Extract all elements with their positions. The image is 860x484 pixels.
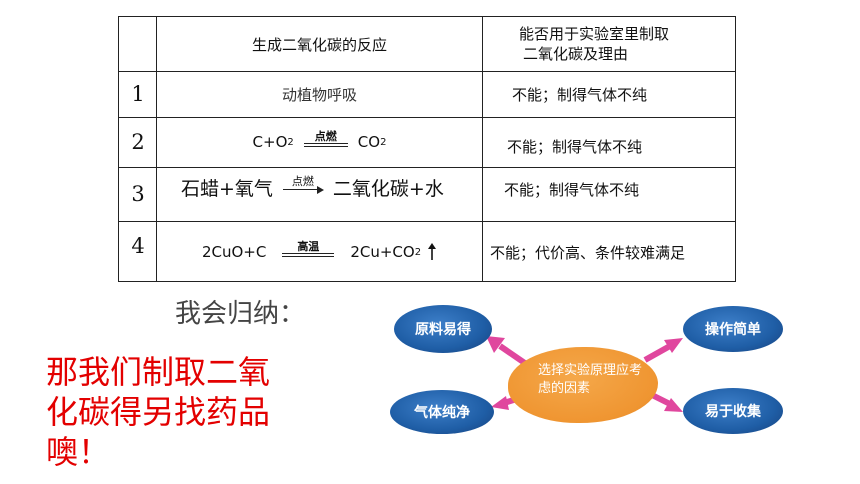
gas-up-arrow-icon bbox=[428, 243, 437, 260]
products: 二氧化碳+水 bbox=[332, 177, 444, 200]
row-number: 2 bbox=[131, 130, 145, 154]
node-label: 操作简单 bbox=[705, 322, 761, 338]
answer-cell: 不能；制得气体不纯 bbox=[504, 180, 640, 199]
node-label: 易于收集 bbox=[705, 404, 761, 420]
reaction-condition: 点燃 bbox=[291, 175, 314, 188]
answer-cell: 不能；制得气体不纯 bbox=[507, 137, 643, 156]
row-number: 1 bbox=[131, 82, 145, 106]
row-divider bbox=[119, 167, 735, 168]
center-node: 选择实验原理应考虑的因素 bbox=[508, 347, 658, 423]
products: 2Cu+CO bbox=[350, 243, 415, 261]
row-divider bbox=[119, 71, 735, 72]
reactants: C+O bbox=[252, 133, 288, 151]
equals-sign: 高温 bbox=[280, 240, 336, 262]
node-bottom-left: 气体纯净 bbox=[390, 390, 494, 434]
row-divider bbox=[119, 117, 735, 118]
arrow-head bbox=[664, 338, 683, 353]
column-divider bbox=[482, 17, 483, 281]
answer-cell: 不能；代价高、条件较难满足 bbox=[490, 243, 686, 262]
reactants: 石蜡+氧气 bbox=[181, 177, 273, 200]
node-bottom-right: 易于收集 bbox=[683, 388, 783, 434]
header-reaction: 生成二氧化碳的反应 bbox=[251, 35, 387, 54]
reaction-condition: 点燃 bbox=[314, 130, 337, 143]
header-usable: 能否用于实验室里制取 二氧化碳及理由 bbox=[519, 17, 669, 71]
node-label: 原料易得 bbox=[415, 322, 471, 338]
arrow-head bbox=[491, 396, 509, 410]
node-top-right: 操作简单 bbox=[683, 306, 783, 352]
arrow-icon: 点燃 bbox=[281, 175, 325, 197]
arrow-to-top-right bbox=[643, 343, 672, 363]
header-usable-line2: 二氧化碳及理由 bbox=[523, 45, 629, 63]
answer-cell: 不能；制得气体不纯 bbox=[512, 85, 648, 104]
column-divider bbox=[156, 17, 157, 281]
equals-sign: 点燃 bbox=[302, 130, 350, 152]
header-usable-line1: 能否用于实验室里制取 bbox=[519, 25, 670, 43]
row-number: 4 bbox=[131, 234, 145, 258]
reactants: 2CuO+C bbox=[201, 243, 267, 261]
row-number: 3 bbox=[131, 182, 145, 206]
reaction-cell: 动植物呼吸 bbox=[281, 85, 357, 104]
reaction-table: 生成二氧化碳的反应 能否用于实验室里制取 二氧化碳及理由 1 动植物呼吸 不能；… bbox=[118, 16, 736, 282]
node-label: 气体纯净 bbox=[414, 405, 470, 421]
products: CO bbox=[357, 133, 381, 151]
arrow-head bbox=[664, 398, 683, 412]
center-node-label: 选择实验原理应考虑的因素 bbox=[538, 363, 643, 396]
node-top-left: 原料易得 bbox=[394, 305, 492, 353]
summary-label: 我会归纳： bbox=[175, 299, 306, 329]
row-divider bbox=[119, 221, 735, 222]
arrow-head bbox=[486, 336, 505, 353]
red-note: 那我们制取二氧化碳得另找药品噢！ bbox=[46, 353, 271, 471]
reaction-equation: 石蜡+氧气 点燃 二氧化碳+水 bbox=[181, 167, 444, 207]
reaction-condition: 高温 bbox=[297, 240, 320, 253]
